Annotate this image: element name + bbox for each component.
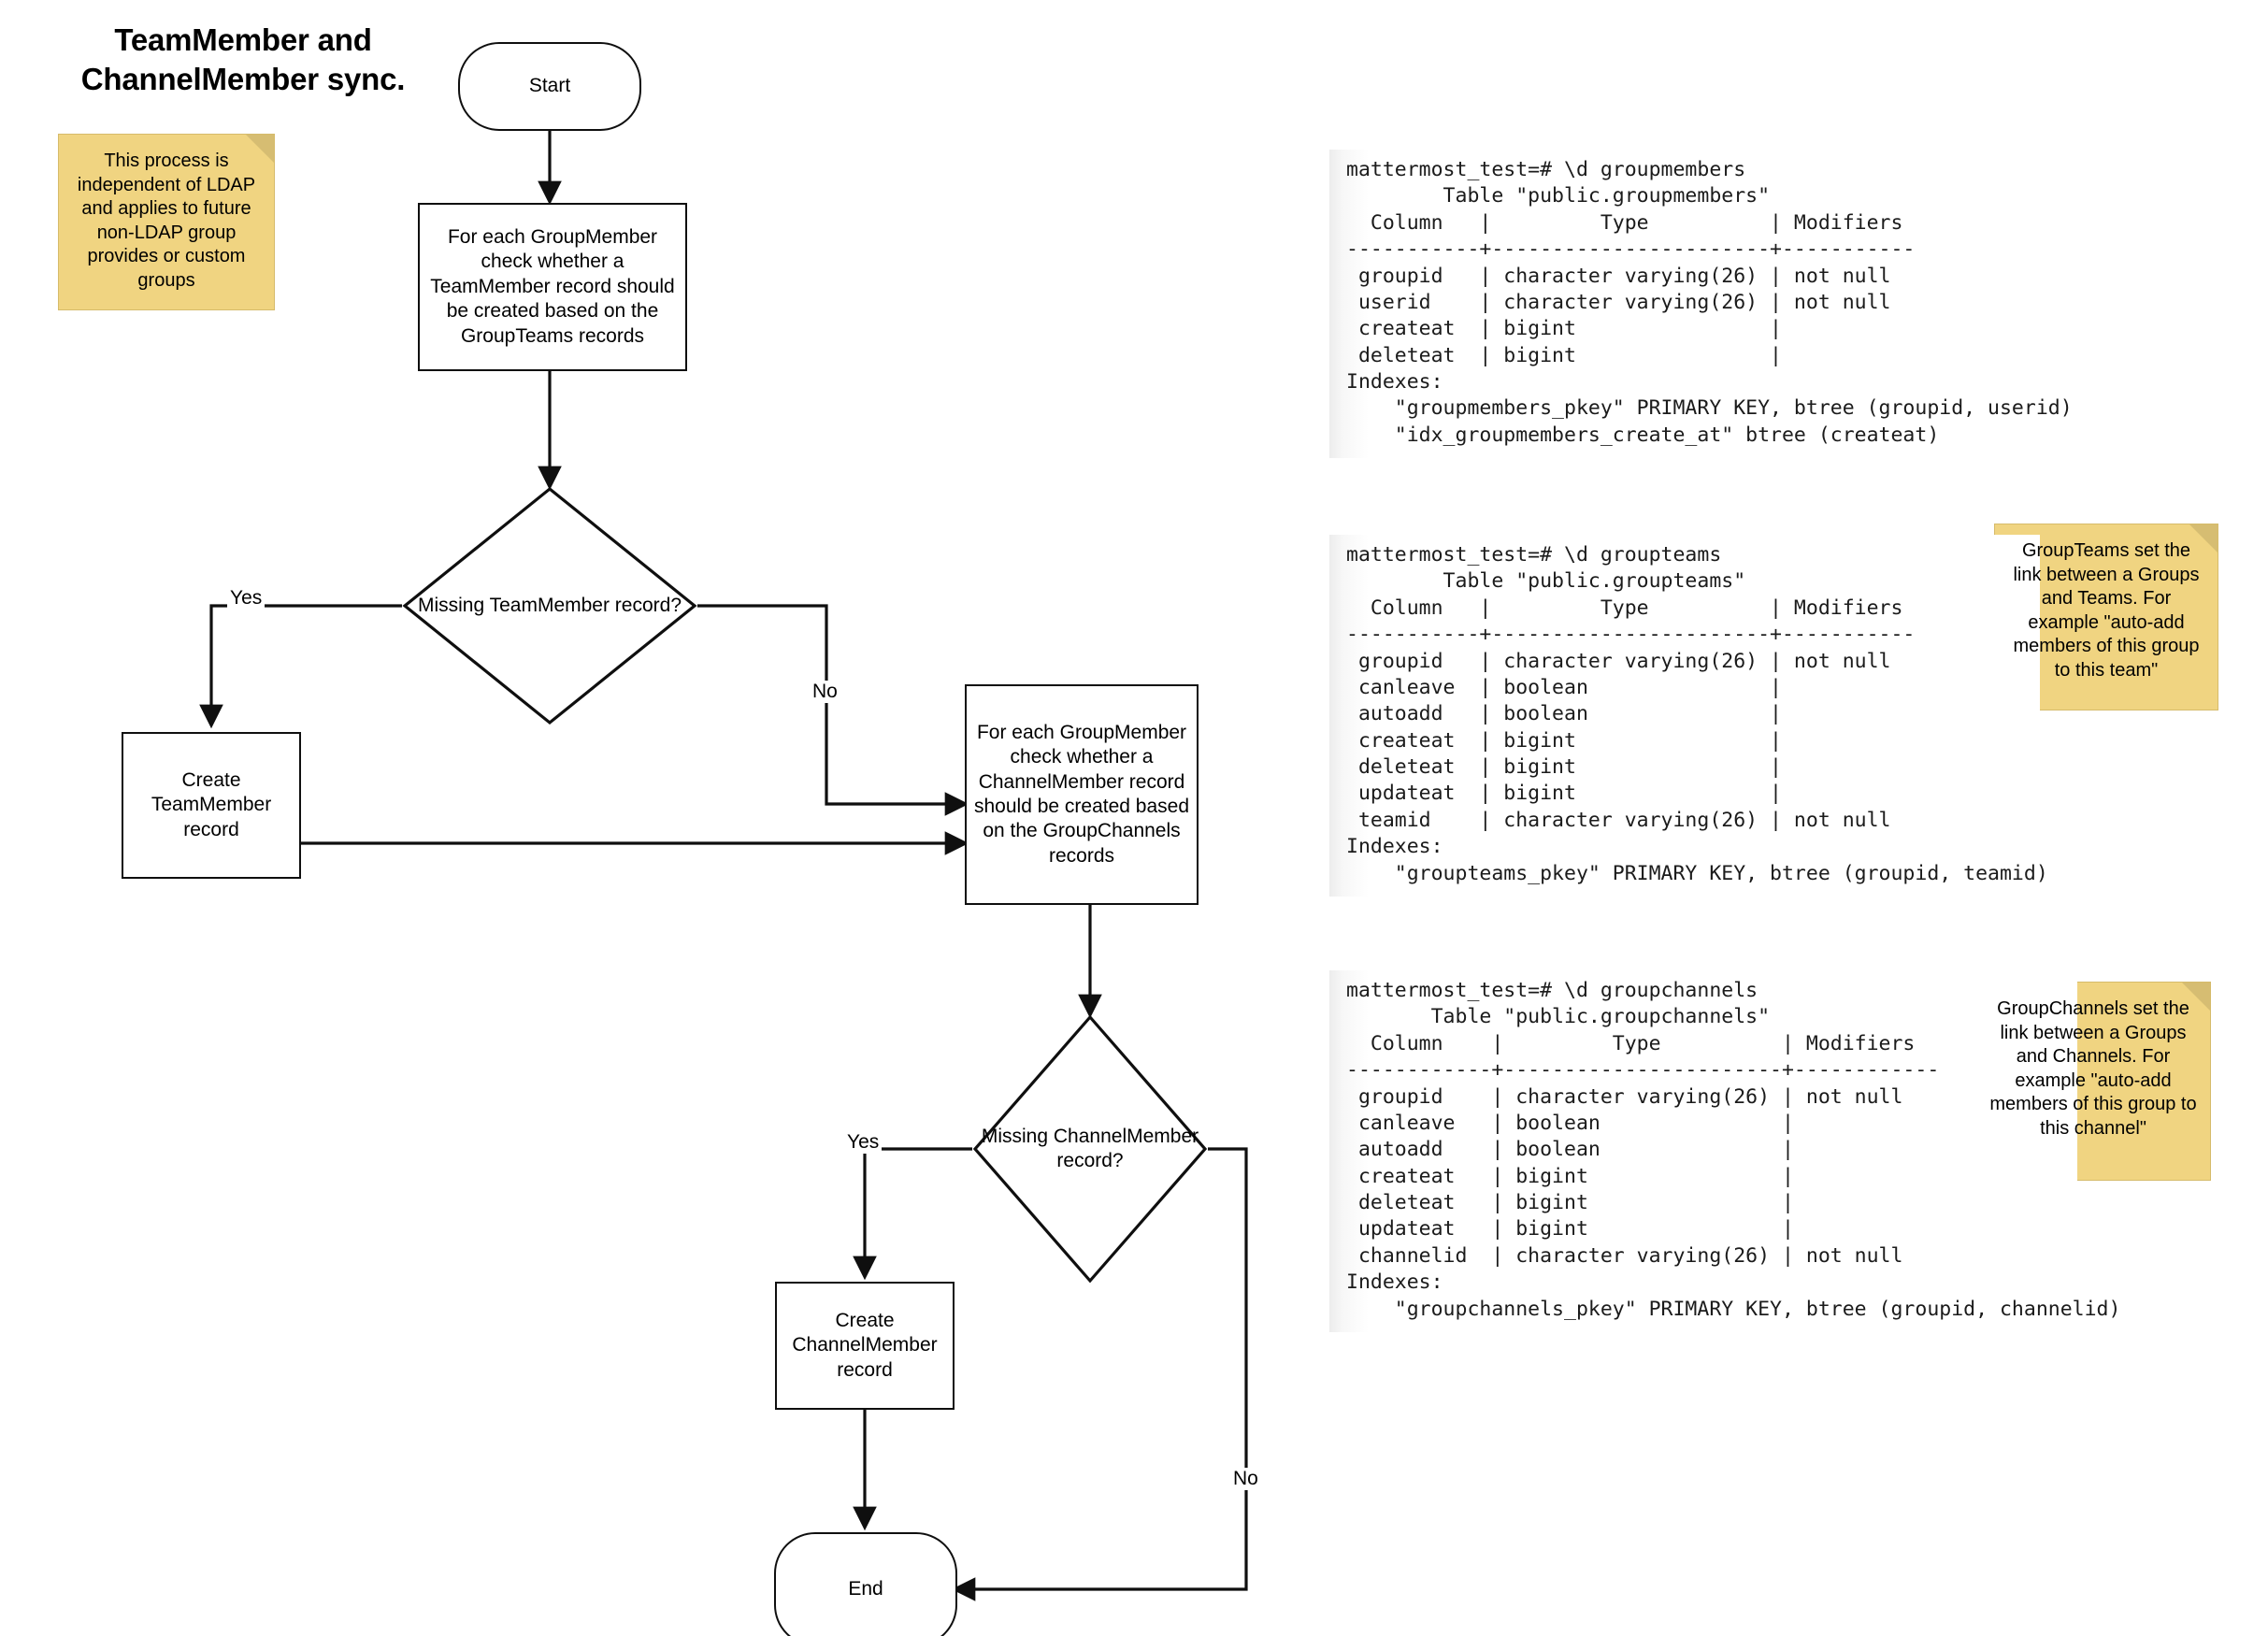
console-output-groupteams: mattermost_test=# \d groupteams Table "p… — [1329, 535, 2048, 897]
edge-label-no-channelmember: No — [1230, 1468, 1261, 1490]
sticky-note-groupteams-text: GroupTeams set the link between a Groups… — [2013, 540, 2200, 681]
flow-node-missing-teammember-decision[interactable]: Missing TeamMember record? — [402, 486, 697, 725]
flow-node-end[interactable]: End — [774, 1532, 957, 1636]
flow-node-channelmember-check[interactable]: For each GroupMember check whether a Cha… — [965, 684, 1199, 905]
console-output-groupmembers: mattermost_test=# \d groupmembers Table … — [1329, 150, 2073, 459]
sticky-note-ldap-text: This process is independent of LDAP and … — [77, 151, 256, 291]
flow-node-channelmember-check-label: For each GroupMember check whether a Cha… — [974, 721, 1190, 867]
sticky-note-ldap: This process is independent of LDAP and … — [58, 134, 275, 310]
flow-node-create-channelmember-label: Create ChannelMember record — [792, 1309, 938, 1381]
sticky-note-groupteams: GroupTeams set the link between a Groups… — [1994, 524, 2218, 710]
flow-node-end-label: End — [848, 1577, 883, 1600]
flow-node-missing-channelmember-decision[interactable]: Missing ChannelMember record? — [972, 1014, 1208, 1284]
flow-node-start-label: Start — [528, 75, 571, 97]
flow-node-teammember-check-label: For each GroupMember check whether a Tea… — [430, 225, 675, 347]
flow-node-create-teammember-label: Create TeamMember record — [151, 768, 272, 840]
flow-node-start[interactable]: Start — [458, 42, 641, 131]
sticky-note-groupchannels-text: GroupChannels set the link between a Gro… — [1989, 998, 2197, 1139]
edge-label-no-teammember: No — [810, 681, 840, 703]
flow-node-create-teammember[interactable]: Create TeamMember record — [122, 732, 301, 879]
sticky-note-groupchannels: GroupChannels set the link between a Gro… — [1975, 982, 2211, 1181]
console-output-groupchannels: mattermost_test=# \d groupchannels Table… — [1329, 970, 2120, 1332]
page-title: TeamMember and ChannelMember sync. — [80, 22, 406, 97]
flow-node-create-channelmember[interactable]: Create ChannelMember record — [775, 1282, 955, 1410]
edge-label-yes-teammember: Yes — [227, 587, 266, 610]
edge-label-yes-channelmember: Yes — [844, 1131, 883, 1154]
flow-node-teammember-check[interactable]: For each GroupMember check whether a Tea… — [418, 203, 687, 371]
